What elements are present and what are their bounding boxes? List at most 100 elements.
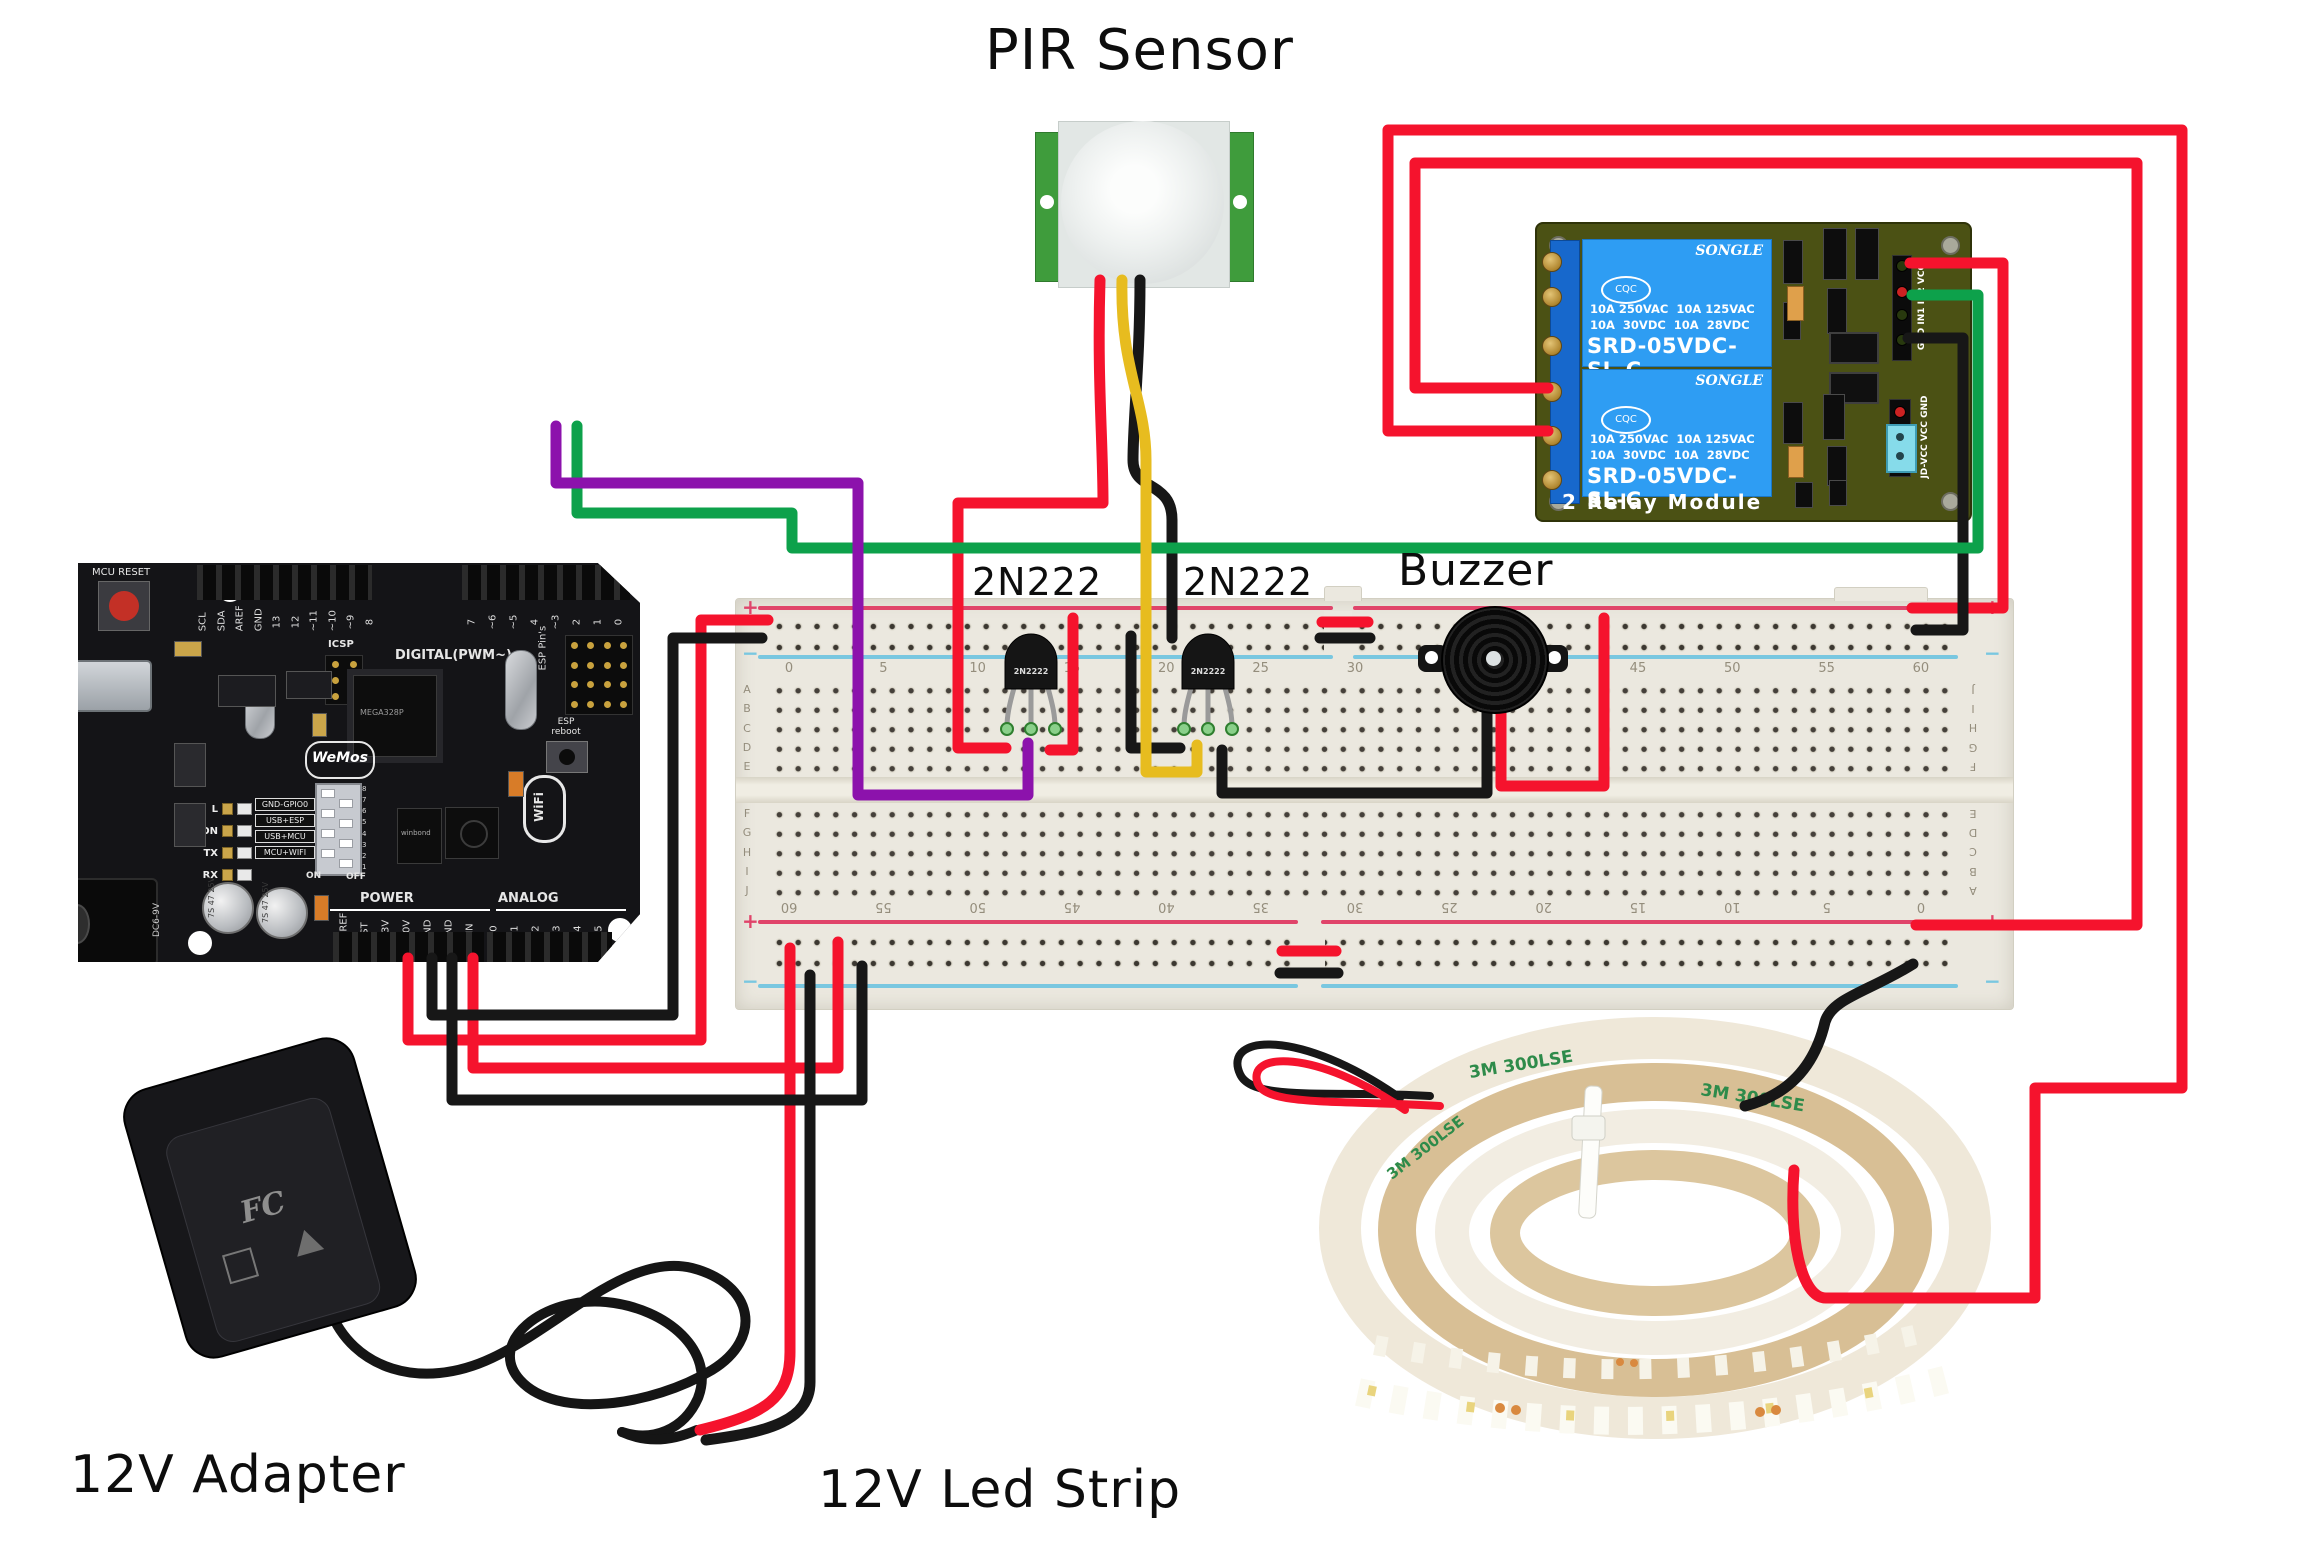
list-item: 8 [362,785,367,793]
list-item: 25 [1441,899,1458,914]
list-item: H [742,845,752,859]
power-label: POWER [360,891,414,906]
list-item: 2 [362,851,367,860]
relay-k1-label: K1 [1526,435,1538,448]
transistor-part-number: 2N2222 [1191,667,1226,676]
transistor-part-number: 2N2222 [1014,667,1049,676]
reset-label: MCU RESET [92,567,151,578]
digital-header-left[interactable] [197,565,372,600]
rail-minus: − [1984,969,2001,993]
flash-chip: winbond [397,808,442,864]
on-label: ON [306,871,322,881]
list-item: J [745,884,749,897]
relay-jumper-cap[interactable] [1886,424,1917,473]
smd [508,771,524,797]
list-item: 5 [362,818,367,827]
list-item: 5 [1822,899,1831,914]
list-item: 7 [362,796,367,805]
rail-plus: + [1984,595,2001,619]
wire-adapter-negative [700,969,816,1446]
relay-2: SONGLE CQC 10A 250VAC 10A 125VAC 10A 30V… [1582,369,1772,512]
rail-minus: − [1984,641,2001,665]
mounting-hole [188,931,212,955]
list-item: 40 [1158,899,1175,914]
esp-reboot-button[interactable] [546,741,588,773]
list-item: C [1969,845,1977,859]
wifi-logo: WiFi [523,775,566,843]
off-label: OFF [346,872,366,882]
led-strip: 3M 300LSE 3M 300LSE 3M 300LSE [1319,1017,1991,1439]
wire-pir-gnd [1127,274,1178,644]
capacitor: 7S 47 25V [256,882,308,939]
analog-label: ANALOG [498,891,559,906]
label-t2: 2N222 [1183,560,1314,604]
smd [174,803,206,847]
list-item: E [1969,807,1977,820]
label-led-strip: 12V Led Strip [818,1460,1182,1520]
pir-screw-hole [1233,195,1247,209]
list-item: F [743,807,751,820]
reset-button[interactable] [98,581,150,631]
smd [174,641,202,657]
list-item: 30 [1346,899,1364,914]
led-l: L [196,801,252,817]
list-item: 5 [879,661,888,676]
relay-jumper-pin-labels: JD-VCC VCC GND [1920,395,1930,479]
relay-control-pin-labels: GND IN1 IN2 VCC [1917,263,1927,351]
rail-plus: + [742,595,759,619]
wire-adapter-positive [694,942,796,1436]
buzzer [1418,600,1568,718]
optocoupler [1829,332,1879,364]
label-t1: 2N222 [972,560,1103,604]
analog-header[interactable] [487,932,612,962]
led-rx: RX [196,867,252,883]
list-item: 45 [1629,661,1647,676]
icsp-label: ICSP [328,639,354,650]
list-item: 0 [613,618,625,626]
rail-plus: + [1984,909,2001,933]
list-item: 1 [362,862,367,871]
list-item: 30 [1346,661,1364,676]
smd [286,671,332,699]
list-item: USB+MCU [255,830,315,843]
label-pir-sensor: PIR Sensor [985,18,1294,83]
digital-header-right[interactable] [462,565,630,600]
list-item: 10 [969,661,986,676]
esp-pins-header[interactable] [565,635,633,715]
esp-pins-label: ESP Pin's [537,625,549,671]
relay-terminal-block[interactable] [1550,240,1580,504]
list-item: G [742,826,752,840]
transistor-2: 2N2222 [1177,633,1239,736]
relay-k2-label: K2 [1526,293,1538,306]
pir-screw-hole [1040,195,1054,209]
list-item: 50 [1724,661,1741,676]
usb-port[interactable] [78,660,152,712]
led-strip-lead-black [1233,1040,1434,1102]
list-item: I [745,864,749,878]
dc-jack[interactable] [78,878,158,962]
list-item: D [742,740,752,754]
power-header[interactable] [333,932,484,962]
breadboard-tab [1834,587,1928,601]
list-item: 15 [1629,899,1647,914]
transistor-1: 2N2222 [1000,633,1062,736]
list-item: 35 [1252,899,1269,914]
list-item: A [743,683,751,696]
list-item: 10 [1724,899,1741,914]
dip-switch[interactable] [315,783,362,876]
top-bank-holes [766,679,1951,777]
smd [314,895,329,921]
rail-minus: − [742,641,759,665]
relay-1: SONGLE CQC 10A 250VAC 10A 125VAC 10A 30V… [1582,239,1772,382]
list-item: B [743,702,751,716]
list-item: B [1969,864,1977,878]
list-item: 50 [969,899,986,914]
list-item: E [743,760,751,773]
dc-label: DC6-9V [152,902,163,938]
